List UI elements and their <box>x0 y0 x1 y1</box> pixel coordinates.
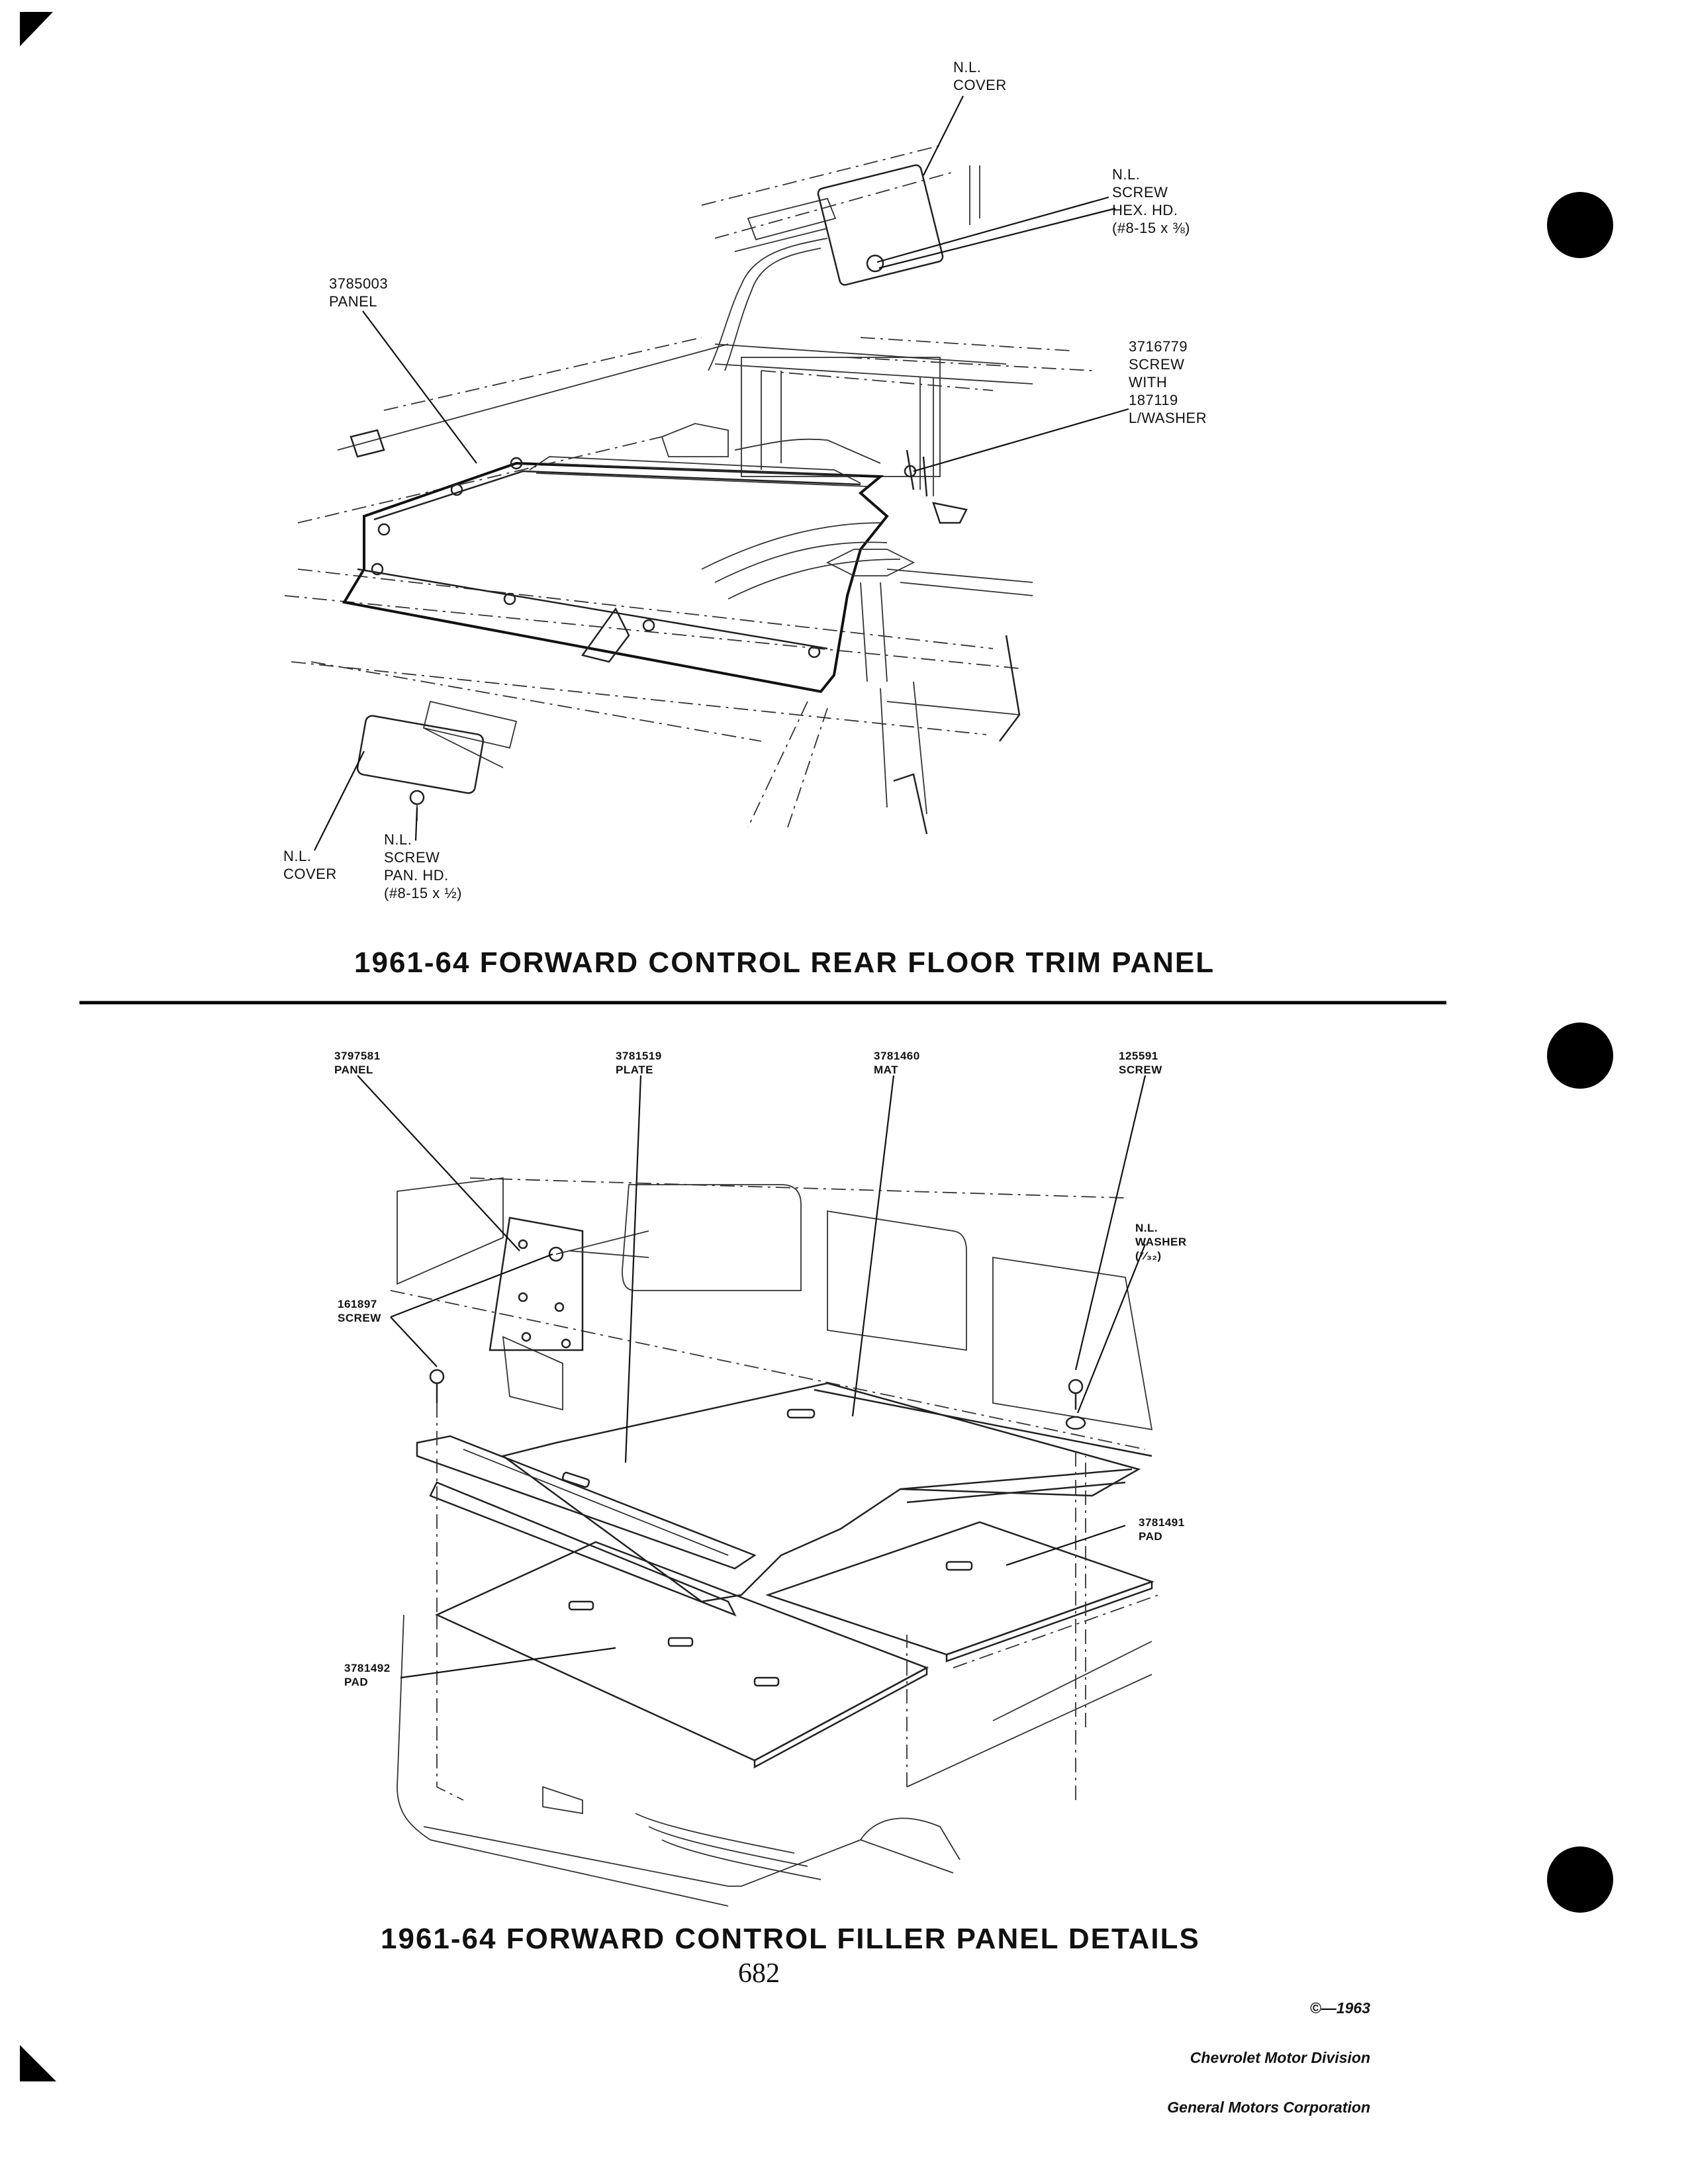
callout-screw-3716779: 3716779 SCREW WITH 187119 L/WASHER <box>1129 338 1207 426</box>
callout-screw-pan-hd: N.L. SCREW PAN. HD. (#8-15 x ½) <box>384 831 462 901</box>
callout-washer: N.L. WASHER (⁷⁄₃₂) <box>1135 1222 1187 1262</box>
bottom-leader-lines <box>357 1075 1147 1679</box>
floor-drawing <box>397 1449 1152 1907</box>
corner-mark-bottom-left <box>20 2045 56 2081</box>
pad-left-part <box>434 1541 929 1769</box>
callout-panel-3797581: 3797581 PANEL <box>334 1050 381 1076</box>
publisher-footer: ©—1963 Chevrolet Motor Division General … <box>1167 1967 1370 2132</box>
callout-panel-3785003: 3785003 PANEL <box>329 275 389 310</box>
upper-cover-drawing <box>701 145 980 371</box>
screw-parts <box>429 1369 1086 1615</box>
callout-screw-125591: 125591 SCREW <box>1119 1050 1162 1076</box>
floor-panel-drawing <box>284 337 1093 835</box>
section-divider <box>79 1001 1446 1005</box>
pad-right-part <box>765 1521 1159 1668</box>
page-number: 682 <box>738 1958 780 1989</box>
cab-windows-drawing <box>390 1177 1153 1450</box>
callout-pad-3781492: 3781492 PAD <box>344 1662 391 1688</box>
filler-panel-illustration <box>357 1075 1159 1907</box>
callout-pad-3781491: 3781491 PAD <box>1139 1516 1185 1543</box>
top-leader-lines <box>314 95 1129 851</box>
punch-hole-top <box>1547 192 1613 258</box>
rear-floor-trim-panel-illustration <box>284 95 1129 851</box>
callout-screw-161897: 161897 SCREW <box>338 1298 381 1324</box>
top-figure-title: 1961-64 FORWARD CONTROL REAR FLOOR TRIM … <box>354 946 1215 979</box>
publisher-line-1: Chevrolet Motor Division <box>1190 2049 1370 2066</box>
corner-mark-top-left <box>20 12 53 46</box>
callout-mat-3781460: 3781460 MAT <box>874 1050 920 1076</box>
callout-cover-lower: N.L. COVER <box>283 848 337 882</box>
punch-hole-middle <box>1547 1023 1613 1089</box>
callout-screw-hex-hd: N.L. SCREW HEX. HD. (#8-15 x ⅜) <box>1112 166 1190 236</box>
lower-cover-drawing <box>310 661 762 821</box>
callout-plate-3781519: 3781519 PLATE <box>616 1050 662 1076</box>
filler-panel-part <box>489 1216 649 1351</box>
copyright-line: ©—1963 <box>1309 1999 1370 2017</box>
mat-part <box>501 1382 1152 1603</box>
plate-part <box>416 1435 757 1617</box>
bottom-figure-title: 1961-64 FORWARD CONTROL FILLER PANEL DET… <box>381 1923 1200 1955</box>
callout-cover-upper: N.L. COVER <box>953 59 1007 93</box>
punch-hole-bottom <box>1547 1846 1613 1913</box>
publisher-line-2: General Motors Corporation <box>1167 2099 1370 2116</box>
